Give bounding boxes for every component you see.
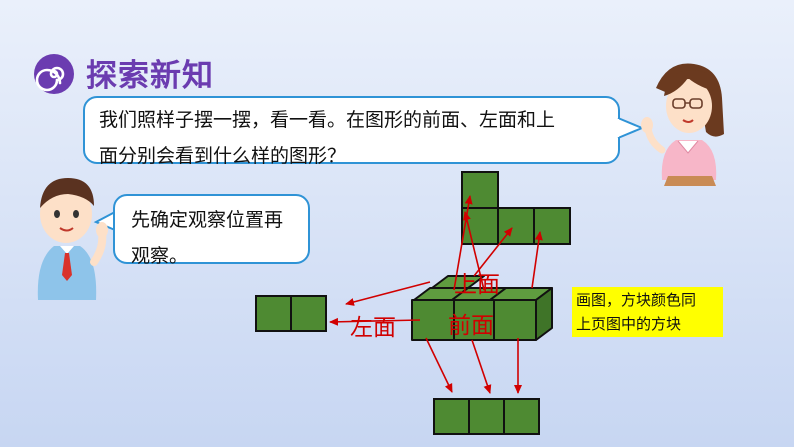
top-view-shape bbox=[461, 171, 571, 245]
front-view-shape bbox=[433, 398, 540, 435]
teacher-speech-line-1: 我们照样子摆一摆，看一看。在图形的前面、左面和上 bbox=[99, 109, 556, 131]
left-view-shape bbox=[255, 295, 327, 332]
student-figure bbox=[37, 178, 108, 300]
spiral-icon bbox=[34, 54, 74, 94]
student-speech-line-1: 先确定观察位置再 bbox=[131, 209, 284, 231]
teacher-speech-bubble: 我们照样子摆一摆，看一看。在图形的前面、左面和上 面分别会看到什么样的图形？ bbox=[83, 96, 620, 167]
note-line-2: 上页图中的方块 bbox=[576, 315, 682, 333]
section-title: 探索新知 bbox=[86, 58, 214, 94]
note-line-1: 画图，方块颜色同 bbox=[576, 291, 697, 309]
student-speech-bubble: 先确定观察位置再 观察。 bbox=[113, 194, 310, 267]
cube-arrangement bbox=[411, 275, 553, 341]
teacher-speech-line-2: 面分别会看到什么样的图形？ bbox=[99, 145, 347, 167]
top-view-label: 上面 bbox=[454, 272, 500, 298]
front-view-label: 前面 bbox=[448, 313, 494, 339]
left-view-label: 左面 bbox=[350, 315, 396, 341]
instruction-note: 画图，方块颜色同 上页图中的方块 bbox=[572, 287, 723, 337]
student-speech-line-2: 观察。 bbox=[131, 245, 189, 267]
teacher-figure bbox=[641, 63, 724, 186]
